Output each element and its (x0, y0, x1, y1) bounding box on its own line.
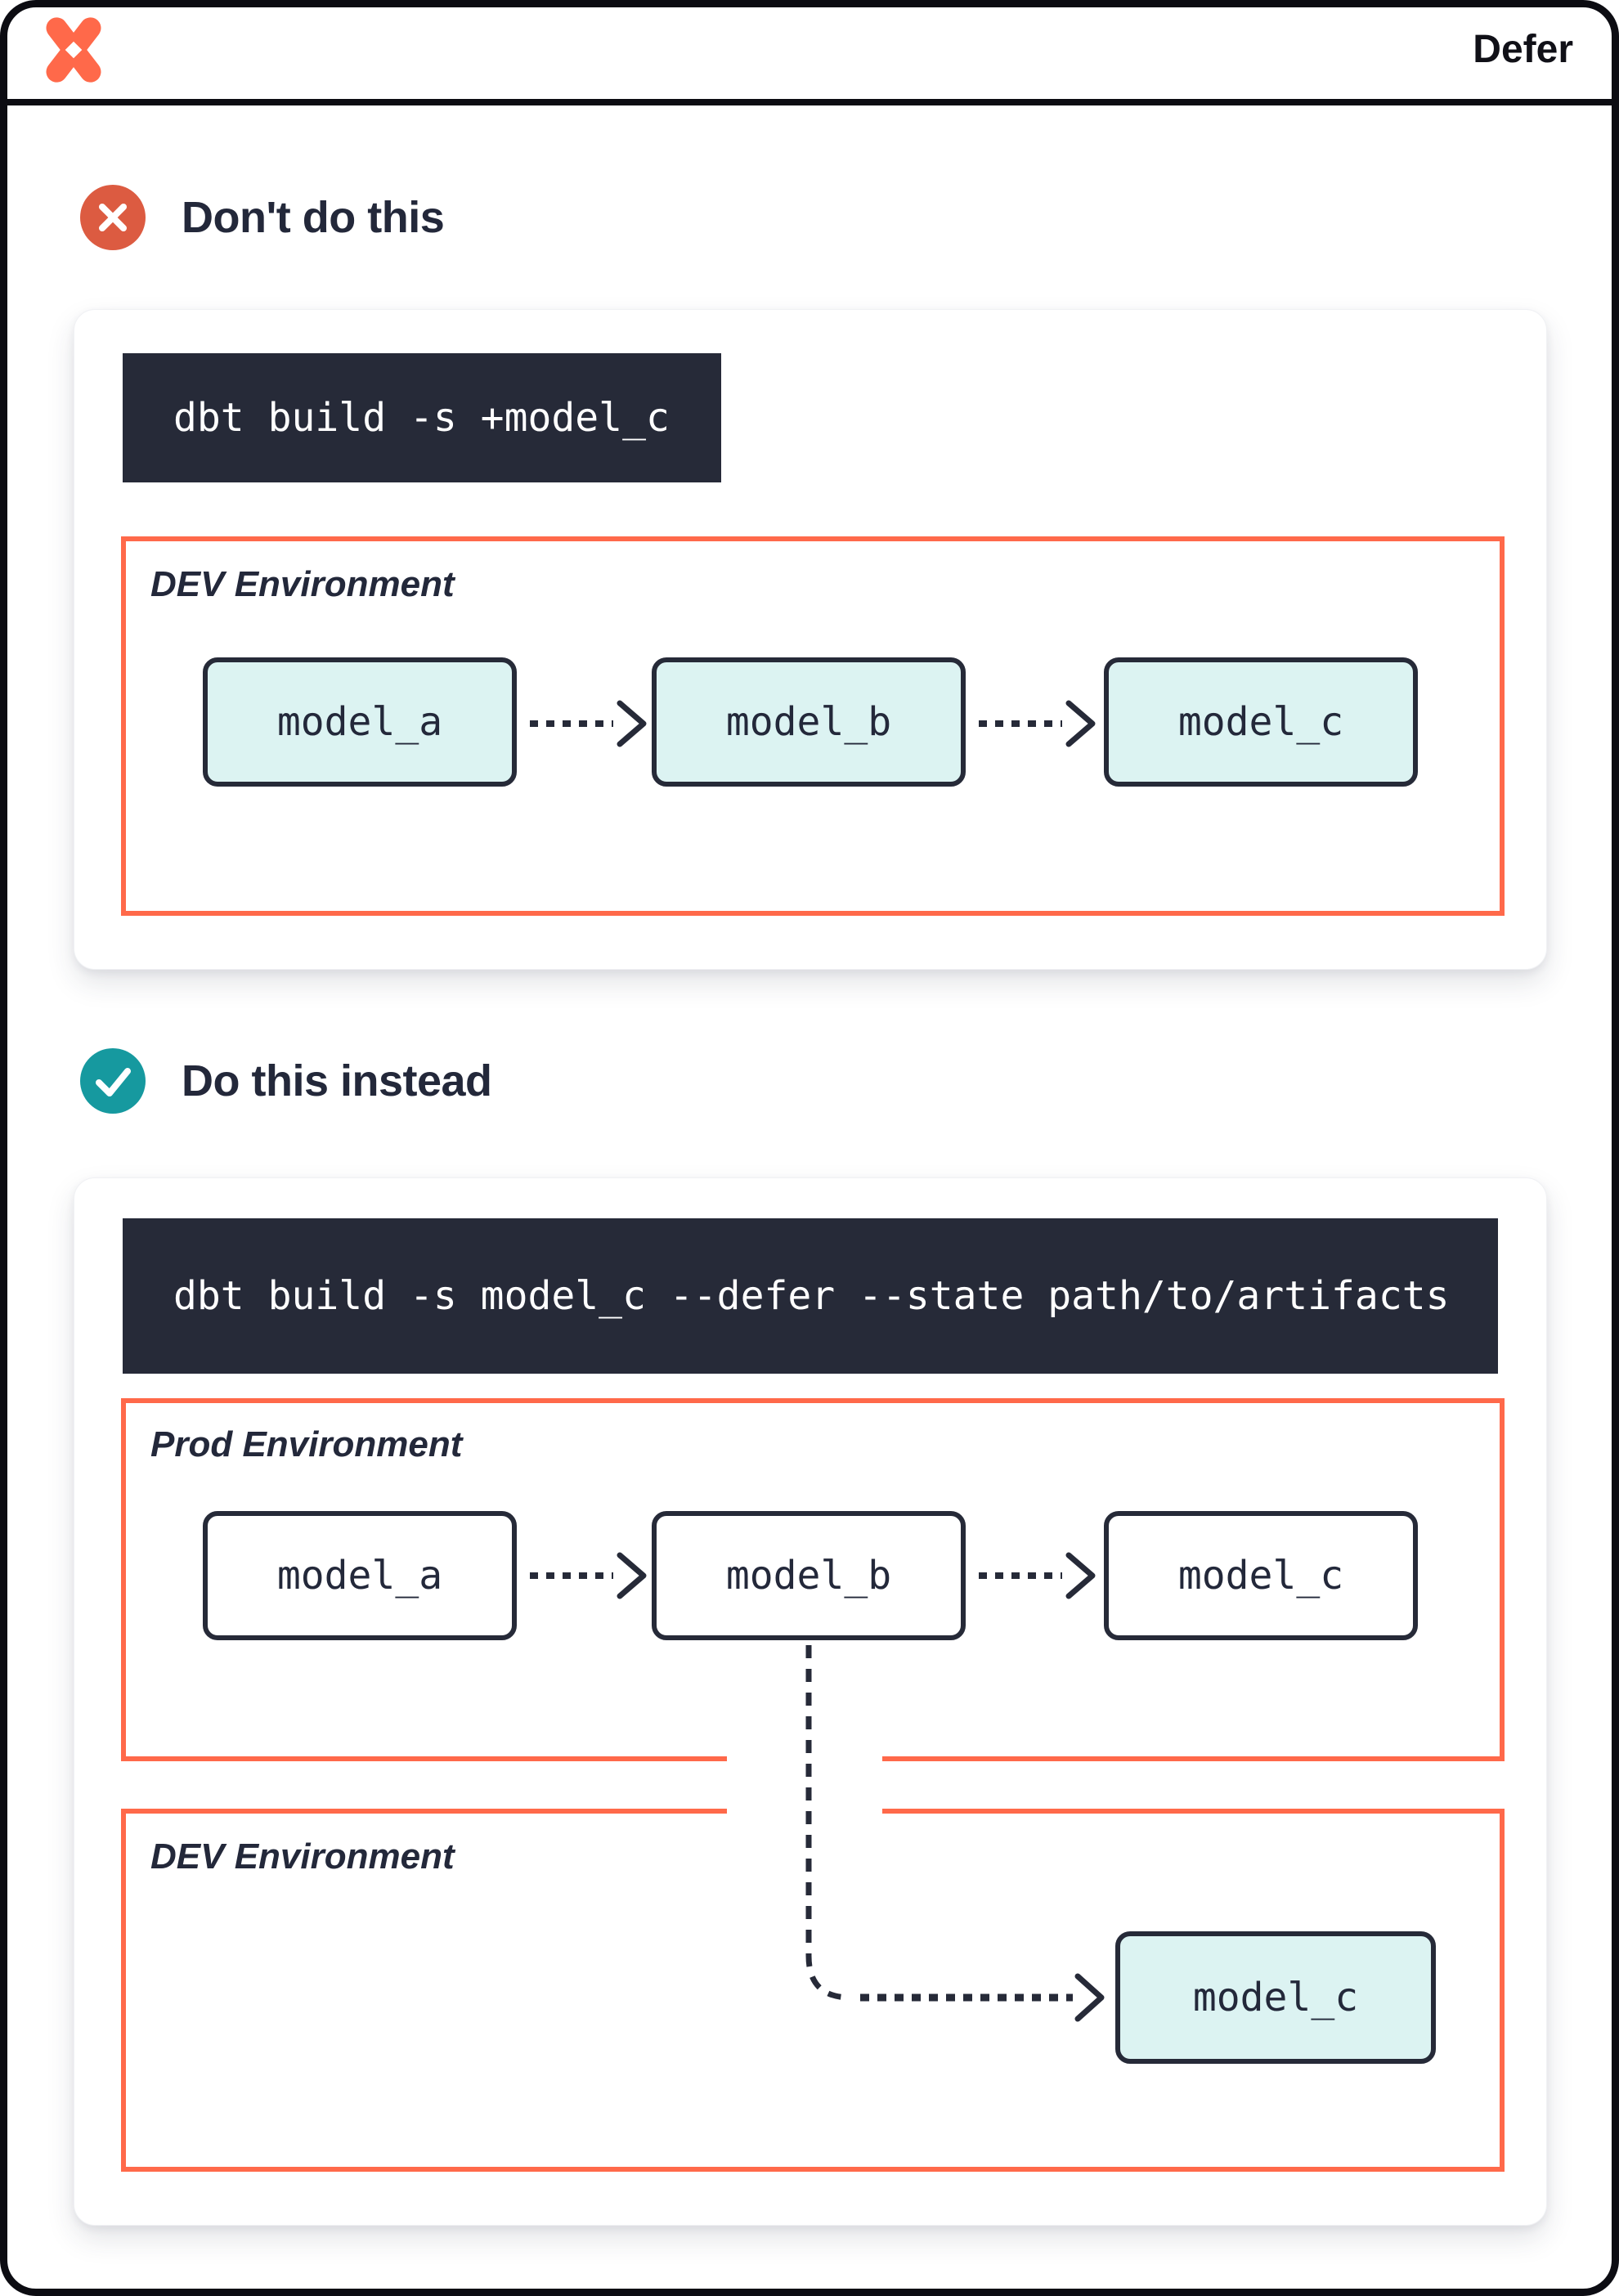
x-circle-icon (80, 185, 146, 250)
dont-section-heading: Don't do this (182, 193, 445, 242)
model-box: model_a (203, 1511, 517, 1640)
model-box: model_b (652, 1511, 966, 1640)
do-dev-environment-label: DEV Environment (150, 1836, 455, 1877)
dont-dev-environment-label: DEV Environment (150, 564, 455, 604)
do-section-heading: Do this instead (182, 1056, 492, 1105)
model-box: model_c (1104, 1511, 1418, 1640)
dont-command-code-block: dbt build -s +model_c (123, 353, 721, 482)
dev-border-gap (727, 1805, 882, 1820)
dont-dev-environment-box (121, 536, 1505, 916)
do-command-code-block: dbt build -s model_c --defer --state pat… (123, 1218, 1498, 1374)
model-box: model_c (1104, 657, 1418, 787)
model-box: model_a (203, 657, 517, 787)
prod-environment-label: Prod Environment (150, 1424, 463, 1464)
model-box: model_c (1115, 1931, 1436, 2064)
check-circle-icon (80, 1048, 146, 1114)
model-box: model_b (652, 657, 966, 787)
page-title: Defer (1473, 28, 1573, 71)
prod-border-gap (727, 1751, 882, 1766)
title-bar: Defer (0, 0, 1619, 105)
dbt-logo-icon (46, 17, 101, 83)
